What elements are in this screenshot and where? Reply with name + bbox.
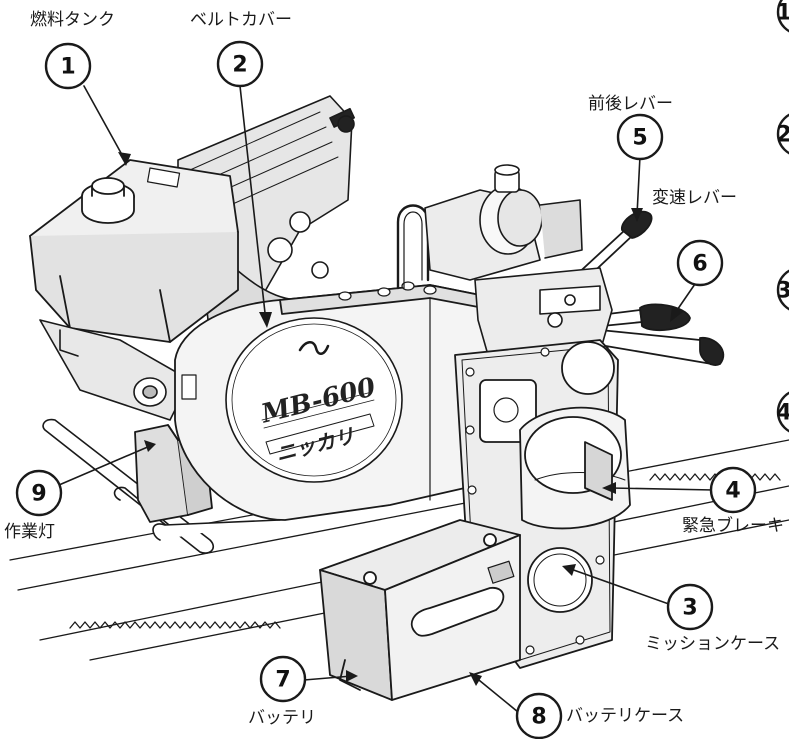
label-battery: バッテリ (248, 708, 316, 728)
edge-circle-4 (776, 391, 789, 433)
edge-number-4: 4 (776, 401, 789, 426)
callout-circle-2 (216, 40, 264, 88)
edge-circle-1 (776, 0, 789, 33)
label-fuel-tank: 燃料タンク (30, 10, 115, 30)
edge-circle-2 (776, 113, 789, 155)
lifting-hook (396, 204, 430, 290)
fuel-tank (29, 159, 239, 343)
label-forward-reverse-lever: 前後レバー (588, 94, 673, 114)
callout-number-2: 2 (232, 53, 247, 78)
callout-number-3: 3 (682, 596, 697, 621)
callout-number-6: 6 (692, 252, 707, 277)
callout-circle-4 (709, 466, 757, 514)
belt-cover: MB-600 ニッカリ (174, 281, 506, 521)
edge-number-1: 1 (776, 1, 789, 26)
battery-case (319, 519, 521, 701)
edge-number-3: 3 (776, 279, 789, 304)
control-box (474, 267, 613, 363)
leader-lines (51, 85, 715, 713)
gearbox-top (424, 164, 583, 281)
edge-circle-3 (776, 269, 789, 311)
label-battery-case: バッテリケース (566, 706, 685, 726)
edge-number-2: 2 (776, 123, 789, 148)
callout-number-5: 5 (632, 126, 647, 151)
emergency-brake (519, 406, 631, 530)
rack-teeth (69, 621, 281, 629)
callout-circle-7 (259, 655, 307, 703)
label-emergency-brake: 緊急ブレーキ (682, 516, 784, 536)
callout-circle-3 (666, 583, 714, 631)
callout-number-9: 9 (31, 482, 46, 507)
frame-handle (39, 319, 281, 554)
callout-circle-5 (616, 113, 664, 161)
label-belt-cover: ベルトカバー (190, 10, 292, 30)
callout-number-7: 7 (275, 668, 290, 693)
callout-circle-8 (515, 692, 563, 739)
callout-number-8: 8 (531, 705, 546, 730)
callout-circle-9 (15, 469, 63, 517)
callout-circles (15, 0, 789, 739)
label-work-light: 作業灯 (4, 522, 55, 542)
callout-circle-1 (44, 42, 92, 90)
label-speed-lever: 変速レバー (652, 188, 737, 208)
callout-number-1: 1 (60, 55, 75, 80)
label-transmission-case: ミッションケース (645, 634, 781, 654)
callout-number-4: 4 (725, 479, 740, 504)
callout-circle-6 (676, 239, 724, 287)
